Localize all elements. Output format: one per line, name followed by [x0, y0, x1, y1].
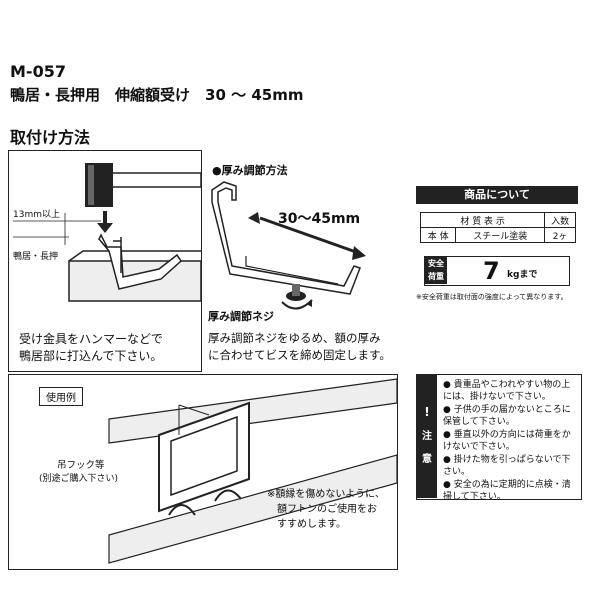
install-instructions: 受け金具をハンマーなどで 鴨居部に打込んで下さい。	[19, 331, 199, 365]
thickness-bracket-illustration	[211, 181, 366, 310]
caution-item: ● 垂直以外の方向には荷重をかけないで下さい。	[443, 430, 571, 452]
usage-tag: 使用例	[39, 387, 83, 406]
frame-note: ※額縁を傷めないように、 額フトンのご使用をお すすめします。	[267, 487, 385, 532]
caution-item: ● 子供の手の届かないところに保管して下さい。	[443, 405, 571, 427]
caution-item: ● 貴重品やこわれやすい物の上には、掛けないで下さい。	[443, 380, 571, 402]
caution-char1: 注	[422, 431, 432, 442]
note-line3: すすめします。	[277, 519, 346, 530]
spec-header-row: 材 質 表 示 入数	[419, 212, 576, 228]
safe-load-box: 安全 荷重 7 kgまで	[424, 256, 570, 286]
beam-label: 鴨居・長押	[13, 252, 59, 262]
spec-cell-quantity: 2ヶ	[544, 227, 576, 243]
note-line2: 額フトンのご使用をお	[277, 504, 377, 515]
thickness-text-line1: 厚み調節ネジをゆるめ、額の厚み	[208, 331, 381, 345]
safe-load-label-line1: 安全	[428, 259, 444, 268]
thickness-text-line2: に合わせてビスを締め固定します。	[208, 348, 391, 362]
thickness-instructions: 厚み調節ネジをゆるめ、額の厚み に合わせてビスを締め固定します。	[208, 330, 404, 364]
thickness-title: ●厚み調節方法	[212, 164, 288, 177]
thickness-panel: ●厚み調節方法 30～45mm 厚み調節ネジ 厚み調節ネジをゆるめ、額の厚み に…	[208, 150, 398, 372]
hammer-install-illustration	[13, 163, 201, 302]
install-text-line1: 受け金具をハンマーなどで	[19, 332, 163, 346]
caution-list: ● 貴重品やこわれやすい物の上には、掛けないで下さい。 ● 子供の手の届かないと…	[443, 379, 579, 503]
install-panel: 13mm以上 鴨居・長押 受け金具をハンマーなどで 鴨居部に打込んで下さい。	[8, 150, 202, 372]
safe-load-unit: kgまで	[507, 270, 538, 280]
caution-item: ● 掛けた物を引っぱらないで下さい。	[443, 455, 571, 477]
caution-item: ● 安全の為に定期的に点検・清掃して下さい。	[443, 480, 571, 502]
caution-label: ! 注 意	[417, 375, 437, 498]
product-code: M-057	[10, 62, 66, 81]
spec-cell-material: スチール塗装	[455, 227, 546, 243]
install-text-line2: 鴨居部に打込んで下さい。	[19, 349, 163, 363]
spec-col-material: 材 質 表 示	[419, 212, 546, 228]
safe-load-label-line2: 荷重	[428, 272, 444, 281]
screw-label: 厚み調節ネジ	[208, 310, 274, 323]
spec-col-quantity: 入数	[544, 212, 576, 228]
thickness-range: 30～45mm	[278, 211, 361, 227]
safe-load-value: 7	[483, 257, 500, 285]
usage-panel: 使用例 吊フック等 (別途ご購入下さい) ※額縁を傷めないように、 額フトンのご…	[8, 374, 398, 570]
product-info-heading: 商品について	[416, 186, 578, 204]
caution-icon: !	[424, 405, 430, 419]
hook-label: 吊フック等	[57, 460, 105, 471]
hook-note: (別途ご購入下さい)	[39, 474, 119, 484]
usage-illustration	[108, 378, 397, 564]
method-heading: 取付け方法	[10, 128, 91, 147]
product-title: 鴨居・長押用 伸縮額受け 30 ～ 45mm	[10, 86, 304, 104]
safe-load-note: ※安全荷重は取付面の強度によって異なります。	[416, 293, 568, 301]
note-line1: ※額縁を傷めないように、	[267, 489, 385, 500]
caution-box: ! 注 意 ● 貴重品やこわれやすい物の上には、掛けないで下さい。 ● 子供の手…	[416, 374, 582, 503]
caution-char2: 意	[422, 454, 432, 465]
spec-cell-part: 本 体	[419, 227, 457, 243]
product-spec-table: 材 質 表 示 入数 本 体 スチール塗装 2ヶ	[419, 212, 576, 243]
dimension-label: 13mm以上	[13, 210, 60, 220]
safe-load-label: 安全 荷重	[425, 257, 447, 284]
spec-row: 本 体 スチール塗装 2ヶ	[419, 227, 576, 243]
